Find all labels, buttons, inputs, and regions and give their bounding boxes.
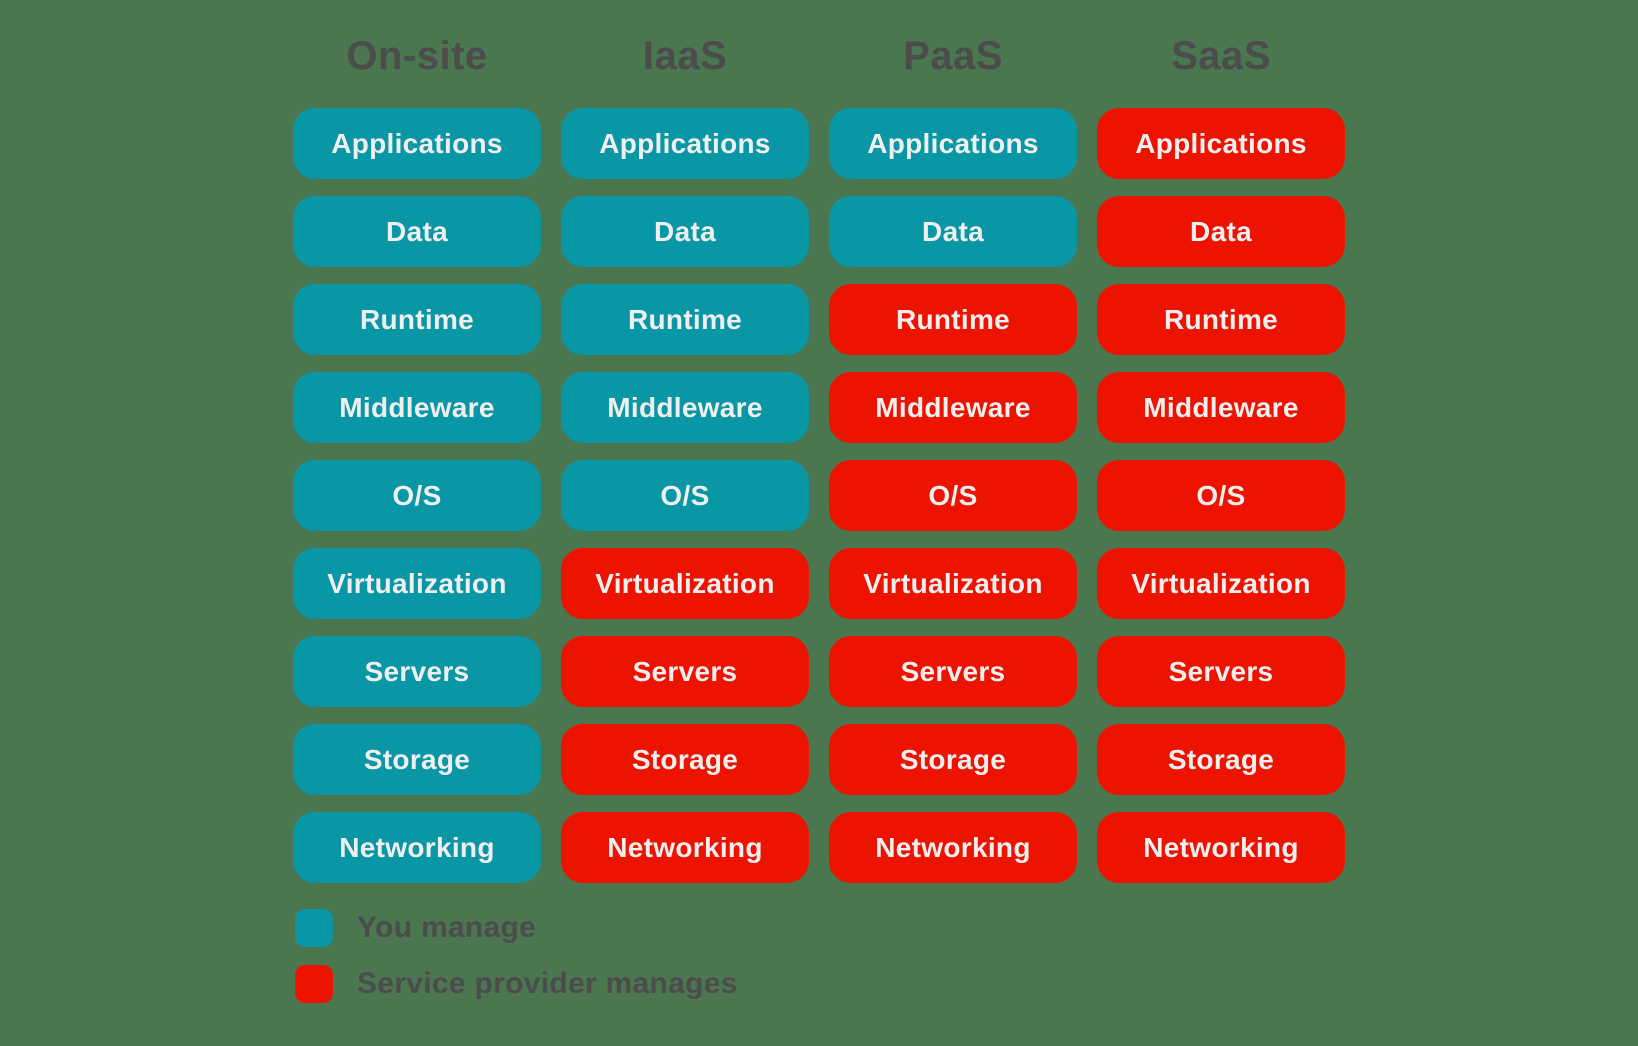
cell-saas-data: Data [1097, 196, 1345, 267]
cell-iaas-virtualization: Virtualization [561, 548, 809, 619]
column-header-saas: SaaS [1171, 34, 1271, 78]
column-header-paas: PaaS [903, 34, 1003, 78]
you-manage-swatch [295, 909, 333, 947]
legend-item-you-manage: You manage [295, 909, 738, 947]
cell-saas-o-s: O/S [1097, 460, 1345, 531]
cell-iaas-storage: Storage [561, 724, 809, 795]
cell-paas-middleware: Middleware [829, 372, 1077, 443]
cell-paas-o-s: O/S [829, 460, 1077, 531]
cell-paas-storage: Storage [829, 724, 1077, 795]
cell-paas-applications: Applications [829, 108, 1077, 179]
cell-saas-applications: Applications [1097, 108, 1345, 179]
cell-paas-data: Data [829, 196, 1077, 267]
cell-on-site-storage: Storage [293, 724, 541, 795]
cell-on-site-networking: Networking [293, 812, 541, 883]
you-manage-label: You manage [357, 911, 537, 944]
cell-on-site-middleware: Middleware [293, 372, 541, 443]
cell-on-site-servers: Servers [293, 636, 541, 707]
cell-on-site-data: Data [293, 196, 541, 267]
cell-saas-middleware: Middleware [1097, 372, 1345, 443]
column-header-iaas: IaaS [642, 34, 728, 78]
cell-paas-runtime: Runtime [829, 284, 1077, 355]
legend-item-provider-manages: Service provider manages [295, 965, 738, 1003]
cell-saas-runtime: Runtime [1097, 284, 1345, 355]
cell-paas-servers: Servers [829, 636, 1077, 707]
cell-iaas-middleware: Middleware [561, 372, 809, 443]
provider-manages-label: Service provider manages [357, 967, 738, 1000]
cell-saas-servers: Servers [1097, 636, 1345, 707]
cell-on-site-runtime: Runtime [293, 284, 541, 355]
column-headers: On-site IaaS PaaS SaaS [293, 26, 1345, 86]
cell-saas-virtualization: Virtualization [1097, 548, 1345, 619]
provider-manages-swatch [295, 965, 333, 1003]
cell-paas-networking: Networking [829, 812, 1077, 883]
cell-iaas-applications: Applications [561, 108, 809, 179]
cell-on-site-applications: Applications [293, 108, 541, 179]
cell-iaas-data: Data [561, 196, 809, 267]
cell-on-site-o-s: O/S [293, 460, 541, 531]
cell-saas-storage: Storage [1097, 724, 1345, 795]
column-header-on-site: On-site [346, 34, 488, 78]
cell-iaas-runtime: Runtime [561, 284, 809, 355]
cell-iaas-servers: Servers [561, 636, 809, 707]
cell-iaas-networking: Networking [561, 812, 809, 883]
cell-saas-networking: Networking [1097, 812, 1345, 883]
cell-iaas-o-s: O/S [561, 460, 809, 531]
legend: You manage Service provider manages [295, 909, 738, 1003]
cell-paas-virtualization: Virtualization [829, 548, 1077, 619]
cell-on-site-virtualization: Virtualization [293, 548, 541, 619]
